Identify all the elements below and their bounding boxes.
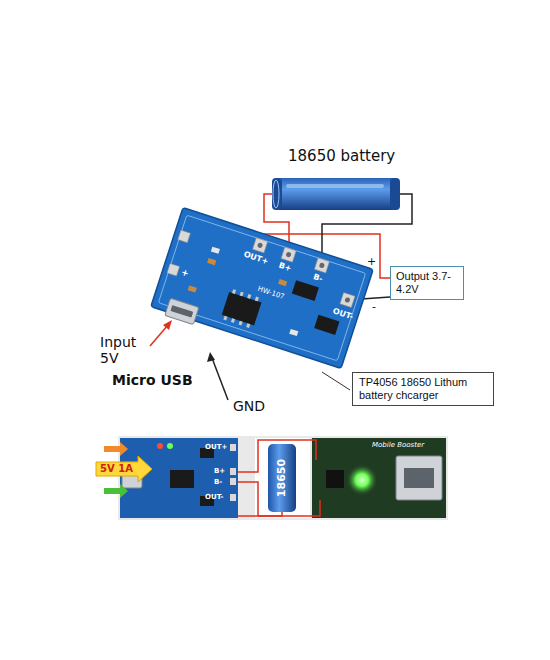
charger-board-part-part — [247, 294, 251, 299]
charger-board-part — [211, 247, 220, 254]
charger-board-part — [314, 315, 339, 335]
charger-board-part — [222, 292, 262, 325]
photo-strip-part — [170, 470, 194, 488]
photo-strip-part — [396, 456, 442, 500]
battery-cell-part — [272, 178, 400, 210]
pointer-arrow-part — [163, 320, 172, 330]
photo-strip-part — [230, 444, 236, 451]
leader-line-part — [322, 372, 350, 390]
photo-strip-part — [230, 478, 236, 485]
polarity-mark: - — [372, 301, 376, 314]
charger-board-part — [207, 258, 216, 265]
input-label: 5V 1A — [100, 463, 133, 475]
photo-strip-part — [238, 440, 320, 516]
pin-label: OUT+ — [205, 443, 227, 451]
photo-strip-part-part — [282, 440, 316, 460]
charger-board-part — [158, 215, 365, 361]
input-label: Input 5V — [100, 334, 150, 366]
charger-board-part — [188, 285, 197, 292]
battery-cell-part — [286, 184, 384, 188]
connector-label: Micro USB — [112, 372, 193, 388]
charger-board-part — [257, 242, 263, 248]
pin-label: GND — [233, 398, 265, 414]
charger-board-part — [178, 230, 191, 243]
charger-board-part-part — [240, 292, 244, 297]
photo-strip-part — [404, 468, 434, 488]
cell-marking: 18650 — [276, 459, 289, 497]
charger-board-part — [165, 298, 199, 324]
board-marking: Mobile Booster — [372, 441, 424, 449]
charger-board-part — [340, 292, 355, 307]
photo-strip-part — [312, 438, 446, 518]
photo-strip-part — [268, 444, 296, 512]
pin-label: B+ — [214, 467, 225, 475]
charger-board-part — [170, 305, 193, 318]
charger-board-part — [344, 297, 350, 303]
battery-cell — [272, 178, 400, 210]
battery-cell-part — [390, 178, 400, 210]
box-text: Output 3.7-4.2V — [396, 270, 458, 296]
photo-strip-part — [255, 438, 310, 518]
input-arrow-part — [104, 442, 128, 456]
input-arrow — [96, 442, 152, 498]
charger-board-part-part — [223, 316, 227, 321]
photo-strip-part — [167, 443, 173, 449]
input-arrow-part — [96, 456, 152, 482]
charger-board-part — [292, 280, 319, 301]
battery-cell-part — [272, 178, 282, 210]
charger-board-part — [289, 329, 298, 336]
leader-line — [322, 372, 350, 390]
charger-board-part-part — [231, 318, 235, 323]
photo-strip-part-part — [238, 500, 320, 516]
charger-board-part — [253, 238, 268, 253]
charger-board-part — [167, 263, 180, 276]
input-arrow-part — [104, 484, 128, 498]
photo-strip-part — [346, 464, 378, 496]
charger-board — [150, 208, 374, 373]
pointer-arrow-part — [150, 325, 168, 346]
charger-board-part — [285, 251, 291, 257]
photo-strip — [118, 436, 448, 520]
charger-board-part — [314, 258, 329, 273]
charger-board-part — [319, 262, 325, 268]
charger-board-part-part — [232, 289, 236, 294]
box-text: TP4056 18650 Lithum battery chcarger — [359, 376, 487, 402]
pin-label: OUT- — [205, 493, 223, 501]
photo-strip-part — [326, 470, 344, 488]
pin-label: B- — [214, 478, 222, 486]
pointer-arrow-part — [212, 358, 228, 400]
charger-board-part — [281, 247, 296, 262]
photo-strip-part — [157, 443, 163, 449]
battery-cell-part — [273, 180, 279, 208]
callout-box: TP4056 18650 Lithum battery chcarger — [352, 372, 494, 406]
charger-board-part — [151, 208, 373, 369]
polarity-mark: + — [367, 256, 376, 269]
photo-strip-part — [118, 436, 448, 520]
charger-board-part — [223, 289, 259, 328]
pointer-arrow-part — [207, 352, 215, 362]
photo-strip-part — [230, 468, 236, 475]
output-box: Output 3.7-4.2V — [390, 266, 464, 300]
charger-board-part-part — [246, 323, 250, 328]
charger-board-part-part — [239, 321, 243, 326]
photo-strip-part — [230, 494, 236, 501]
part-label: 18650 battery — [288, 148, 395, 165]
charger-board-part-part — [255, 297, 259, 302]
charger-board-part — [278, 279, 287, 286]
